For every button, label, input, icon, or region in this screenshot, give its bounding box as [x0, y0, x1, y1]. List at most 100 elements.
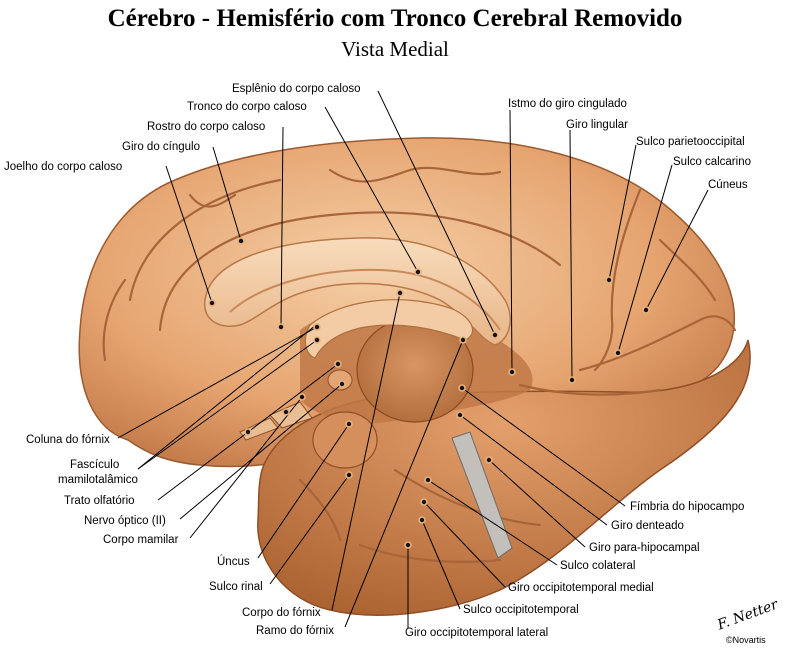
page-subtitle: Vista Medial	[341, 37, 449, 61]
label-esplenio: Esplênio do corpo caloso	[232, 83, 361, 95]
leader-sulco-ot	[421, 519, 461, 610]
label-uncus: Úncus	[217, 555, 250, 568]
label-tronco: Tronco do corpo caloso	[187, 101, 307, 113]
label-rostro: Rostro do corpo caloso	[147, 121, 265, 133]
collateral-sulcus	[393, 468, 542, 527]
leader-fimbria	[461, 387, 626, 507]
leader-giro-denteado	[459, 414, 608, 526]
leader-rostro	[280, 126, 284, 328]
leader-sulco-rinal	[269, 474, 350, 585]
frontal-sulcus-2	[188, 193, 237, 208]
frontal-sulcus-1	[102, 278, 127, 362]
leader-corpo-mamilar	[189, 396, 303, 539]
leader-sulco-parietooccipital	[608, 144, 637, 281]
leader-giro-ot-medial	[423, 501, 506, 588]
mamillary-body	[327, 369, 353, 391]
dot-sulco-rinal	[345, 471, 353, 479]
label-sulco-ot: Sulco occipitotemporal	[463, 604, 579, 616]
label-corpo-fornix: Corpo do fórnix	[242, 607, 321, 619]
label-fasciculo-2: mamilotalâmico	[58, 474, 138, 486]
dot-fimbria	[458, 384, 466, 392]
superior-sulcus	[128, 178, 282, 302]
label-joelho: Joelho do corpo caloso	[4, 161, 122, 173]
label-sulco-calcarino: Sulco calcarino	[673, 156, 751, 168]
dot-giro-ot-lateral	[404, 541, 412, 549]
label-giro-para-hipocampal: Giro para-hipocampal	[589, 542, 700, 554]
cuneus-sulcus	[658, 238, 717, 302]
leader-giro-lingular	[569, 129, 573, 381]
artist-signature: F. Netter	[714, 596, 781, 633]
dot-giro-para-hipocampal	[485, 456, 493, 464]
leader-ancillary-1	[137, 324, 317, 470]
structure-labels: Esplênio do corpo caloso Tronco do corpo…	[4, 83, 751, 639]
dot-corpo-fornix	[396, 289, 404, 297]
dot-sulco-ot	[418, 516, 426, 524]
copyright-notice: ©Novartis	[726, 635, 766, 645]
optic-nerve-stump	[269, 401, 313, 429]
label-fasciculo-1: Fascículo	[70, 459, 119, 471]
label-istmo: Istmo do giro cingulado	[508, 98, 627, 110]
leader-corpo-fornix	[331, 292, 401, 611]
dot-esplenio	[491, 331, 499, 339]
occipitotemporal-sulcus	[358, 543, 502, 563]
parietooccipital-sulcus	[593, 188, 642, 372]
label-giro-denteado: Giro denteado	[611, 520, 684, 532]
dot-tronco	[414, 268, 422, 276]
label-sulco-parietooccipital: Sulco parietooccipital	[636, 136, 745, 148]
label-sulco-rinal: Sulco rinal	[209, 581, 263, 593]
leader-sulco-colateral	[427, 479, 558, 566]
dot-corpo-mamilar	[298, 393, 306, 401]
leader-uncus	[257, 423, 350, 559]
label-trato-olfatorio: Trato olfatório	[64, 495, 135, 507]
leader-giro-cingulo	[212, 146, 242, 242]
dot-uncus	[345, 420, 353, 428]
dot-optic-left	[282, 408, 290, 416]
label-giro-ot-medial: Giro occipitotemporal medial	[508, 582, 654, 594]
rhinal-sulcus	[298, 478, 342, 542]
dot-fasciculo	[313, 336, 321, 344]
lingual-sulcus	[518, 383, 662, 396]
leader-cuneus	[645, 189, 709, 311]
leader-coluna-fornix	[117, 326, 318, 439]
dot-giro-cingulo	[237, 237, 245, 245]
leader-fasciculo	[137, 339, 318, 470]
label-giro-cingulo: Giro do cíngulo	[122, 141, 200, 153]
dot-trato-olfatorio	[334, 360, 342, 368]
dot-giro-lingular	[568, 376, 576, 384]
dot-giro-denteado	[456, 411, 464, 419]
label-sulco-colateral: Sulco colateral	[560, 560, 635, 572]
uncus-bulge	[312, 411, 378, 469]
leader-esplenio	[377, 90, 496, 336]
label-corpo-mamilar: Corpo mamilar	[103, 534, 179, 546]
dot-ramo-fornix	[459, 336, 467, 344]
dot-joelho	[208, 299, 216, 307]
cingulate-sulcus	[158, 211, 562, 332]
dot-giro-ot-medial	[420, 498, 428, 506]
label-nervo-optico: Nervo óptico (II)	[84, 515, 166, 527]
label-dots	[208, 237, 650, 549]
calcarine-sulcus	[578, 315, 737, 372]
label-ramo-fornix: Ramo do fórnix	[256, 625, 334, 637]
label-giro-ot-lateral: Giro occipitotemporal lateral	[405, 627, 548, 639]
label-cuneus: Cúneus	[708, 179, 748, 191]
leader-joelho	[165, 165, 213, 304]
leader-giro-para-hipocampal	[488, 459, 586, 548]
leader-tronco	[324, 106, 419, 273]
dot-olfactory-left	[244, 428, 252, 436]
leader-sulco-calcarino	[617, 164, 673, 354]
dot-nervo-optico	[338, 380, 346, 388]
page-title: Cérebro - Hemisfério com Tronco Cerebral…	[108, 5, 683, 32]
hippocampal-fimbria-strip	[451, 431, 513, 559]
label-giro-lingular: Giro lingular	[566, 119, 628, 131]
artist-credit: F. Netter ©Novartis	[714, 596, 781, 645]
leader-istmo	[509, 109, 513, 373]
leader-nervo-optico	[179, 383, 343, 520]
dot-coluna-fornix	[313, 323, 321, 331]
leader-lines	[117, 90, 709, 628]
dot-rostro	[277, 323, 285, 331]
parietal-sulcus	[328, 166, 502, 183]
dot-istmo	[508, 368, 516, 376]
dot-sulco-calcarino	[614, 349, 622, 357]
callosum-inner-edge	[229, 268, 501, 331]
